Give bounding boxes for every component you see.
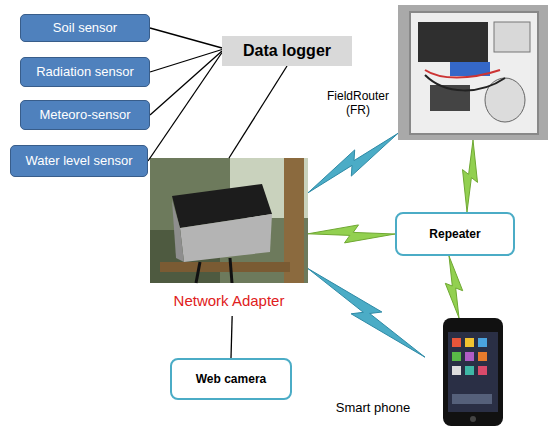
wireless-bolt [445, 256, 462, 318]
cable-line [150, 28, 222, 48]
wireless-bolt [308, 133, 398, 193]
cable-line [229, 66, 287, 158]
node-label: Web camera [196, 372, 266, 386]
adapter-node: Network Adapter [150, 158, 308, 316]
field-router-node: FieldRouter (FR) [398, 5, 548, 140]
smart-phone-node: Smart phone [425, 318, 510, 430]
cable-line [148, 53, 222, 162]
wireless-bolt [308, 269, 425, 358]
field-router-photo [398, 5, 548, 140]
device-box: Repeater [395, 212, 515, 256]
outside-label-holder: Smart phone [325, 400, 421, 416]
wireless-bolt [463, 140, 478, 212]
sensor-box: Radiation sensor [20, 57, 150, 87]
logger-box: Data logger [222, 36, 352, 66]
node-label: Meteoro-sensor [39, 107, 130, 123]
node-label: Network Adapter [174, 292, 285, 310]
sensor-box: Soil sensor [20, 14, 150, 42]
cable-line [231, 316, 232, 358]
smart-phone-picture [443, 318, 503, 426]
node-label: Soil sensor [53, 20, 117, 36]
outside-label-holder: FieldRouter (FR) [322, 89, 394, 118]
network-adapter-photo [150, 158, 308, 283]
node-label: Water level sensor [25, 153, 132, 169]
node-label: Data logger [243, 41, 331, 60]
node-label: Smart phone [325, 400, 421, 416]
node-label: Radiation sensor [36, 64, 134, 80]
device-box: Web camera [170, 358, 292, 400]
sensor-box: Water level sensor [10, 145, 148, 177]
sensor-box: Meteoro-sensor [20, 100, 150, 130]
node-label: FieldRouter (FR) [322, 89, 394, 118]
node-label: Repeater [429, 227, 480, 241]
wireless-bolt [308, 225, 395, 243]
